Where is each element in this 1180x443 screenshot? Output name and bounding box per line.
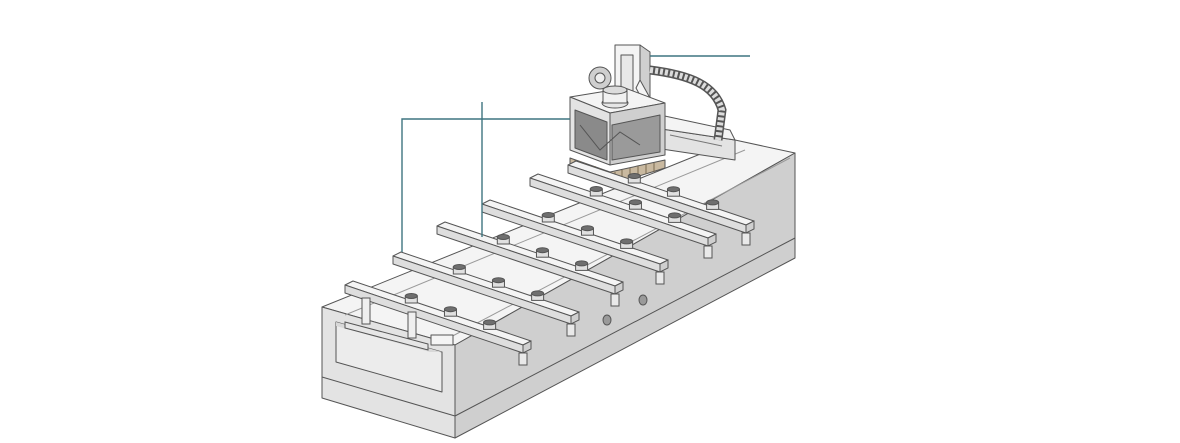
suction-cup: [535, 247, 549, 258]
suction-cup-top: [668, 212, 682, 219]
rail-end: [707, 233, 717, 247]
suction-cup: [575, 260, 589, 271]
fixture-post: [407, 311, 417, 339]
suction-cup-top: [627, 173, 641, 179]
front-fixture: [344, 297, 429, 351]
motor-top: [602, 85, 628, 95]
suction-cup-top: [706, 199, 720, 206]
suction-cup-top: [443, 306, 457, 313]
rail-foot: [610, 293, 620, 307]
rail-slot: [669, 134, 723, 147]
suction-cup-top: [541, 212, 555, 218]
console-rails: [344, 160, 755, 366]
head-window-side: [611, 114, 661, 161]
console-rail: [436, 221, 624, 307]
suction-cup-top: [531, 290, 545, 297]
rail-foot: [518, 352, 528, 366]
rail-end: [614, 281, 624, 295]
suction-cup-top: [620, 238, 634, 245]
suction-cup: [496, 234, 510, 245]
callout-line-head: [401, 118, 570, 252]
suction-cup-top: [589, 186, 603, 192]
rail-end: [570, 311, 580, 325]
suction-cup-top: [628, 199, 642, 206]
rail-foot: [655, 271, 665, 285]
callouts: [401, 55, 750, 252]
suction-cup: [666, 186, 680, 197]
rail-end: [745, 220, 755, 234]
suction-cup: [531, 290, 545, 301]
rail-end: [522, 340, 532, 354]
gear-hub: [594, 72, 606, 84]
suction-cup: [706, 199, 720, 210]
suction-cup: [620, 238, 634, 249]
bed-side-face: [454, 152, 796, 439]
suction-cup-top: [483, 319, 497, 326]
suction-cup-top: [535, 247, 549, 254]
suction-cup: [452, 264, 466, 275]
bed-hole: [602, 314, 612, 326]
suction-cup: [443, 306, 457, 317]
suction-cup-top: [580, 225, 594, 232]
bed-plinth-line: [321, 237, 796, 417]
fixture-bar: [344, 321, 429, 351]
bed-front-fitting: [430, 334, 454, 346]
suction-cup: [404, 293, 418, 304]
suction-cup-top: [452, 264, 466, 270]
suction-cup: [580, 225, 594, 236]
head-window: [574, 109, 608, 161]
cable-chain-links: [649, 67, 726, 141]
console-rail: [481, 199, 669, 285]
head-internal: [579, 124, 641, 151]
console-rail: [567, 160, 755, 246]
suction-cup-top: [491, 277, 505, 284]
suction-cup: [627, 173, 641, 184]
rail-end: [659, 259, 669, 273]
suction-cup: [668, 212, 682, 223]
console-rail: [529, 173, 717, 259]
fixture-post: [361, 297, 371, 325]
suction-cup: [483, 319, 497, 330]
suction-cup-top: [575, 260, 589, 267]
suction-cup: [541, 212, 555, 223]
bed-hole: [638, 294, 648, 306]
suction-cup-top: [404, 293, 418, 299]
suction-cup: [491, 277, 505, 288]
rail-foot: [741, 232, 751, 246]
suction-cup-top: [496, 234, 510, 240]
suction-cup: [589, 186, 603, 197]
spindle-head: [569, 85, 666, 186]
console-rail: [392, 251, 580, 337]
suction-cup-top: [666, 186, 680, 193]
suction-cup: [628, 199, 642, 210]
rail-foot: [566, 323, 576, 337]
rail-foot: [703, 245, 713, 259]
console-rail: [344, 280, 532, 366]
